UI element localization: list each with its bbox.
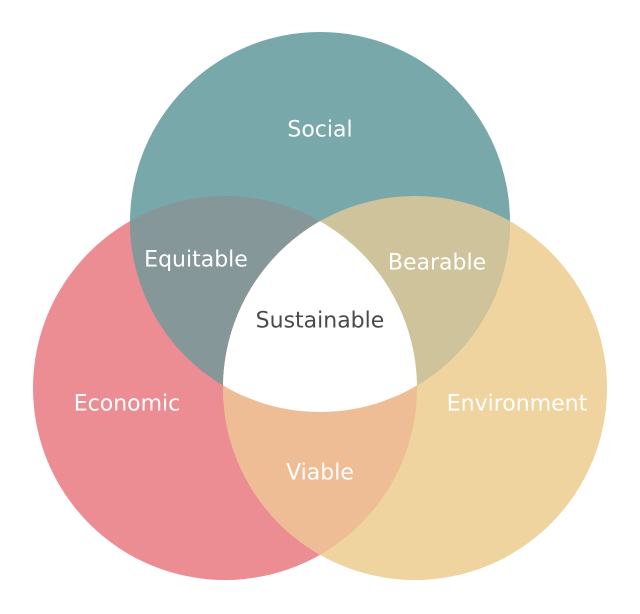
- viable-label: Viable: [286, 461, 354, 486]
- environment-label: Environment: [447, 392, 588, 417]
- economic-label: Economic: [74, 392, 181, 417]
- sustainable-label: Sustainable: [256, 309, 385, 334]
- social-label: Social: [287, 118, 352, 143]
- equitable-label: Equitable: [144, 248, 248, 273]
- bearable-label: Bearable: [388, 251, 486, 276]
